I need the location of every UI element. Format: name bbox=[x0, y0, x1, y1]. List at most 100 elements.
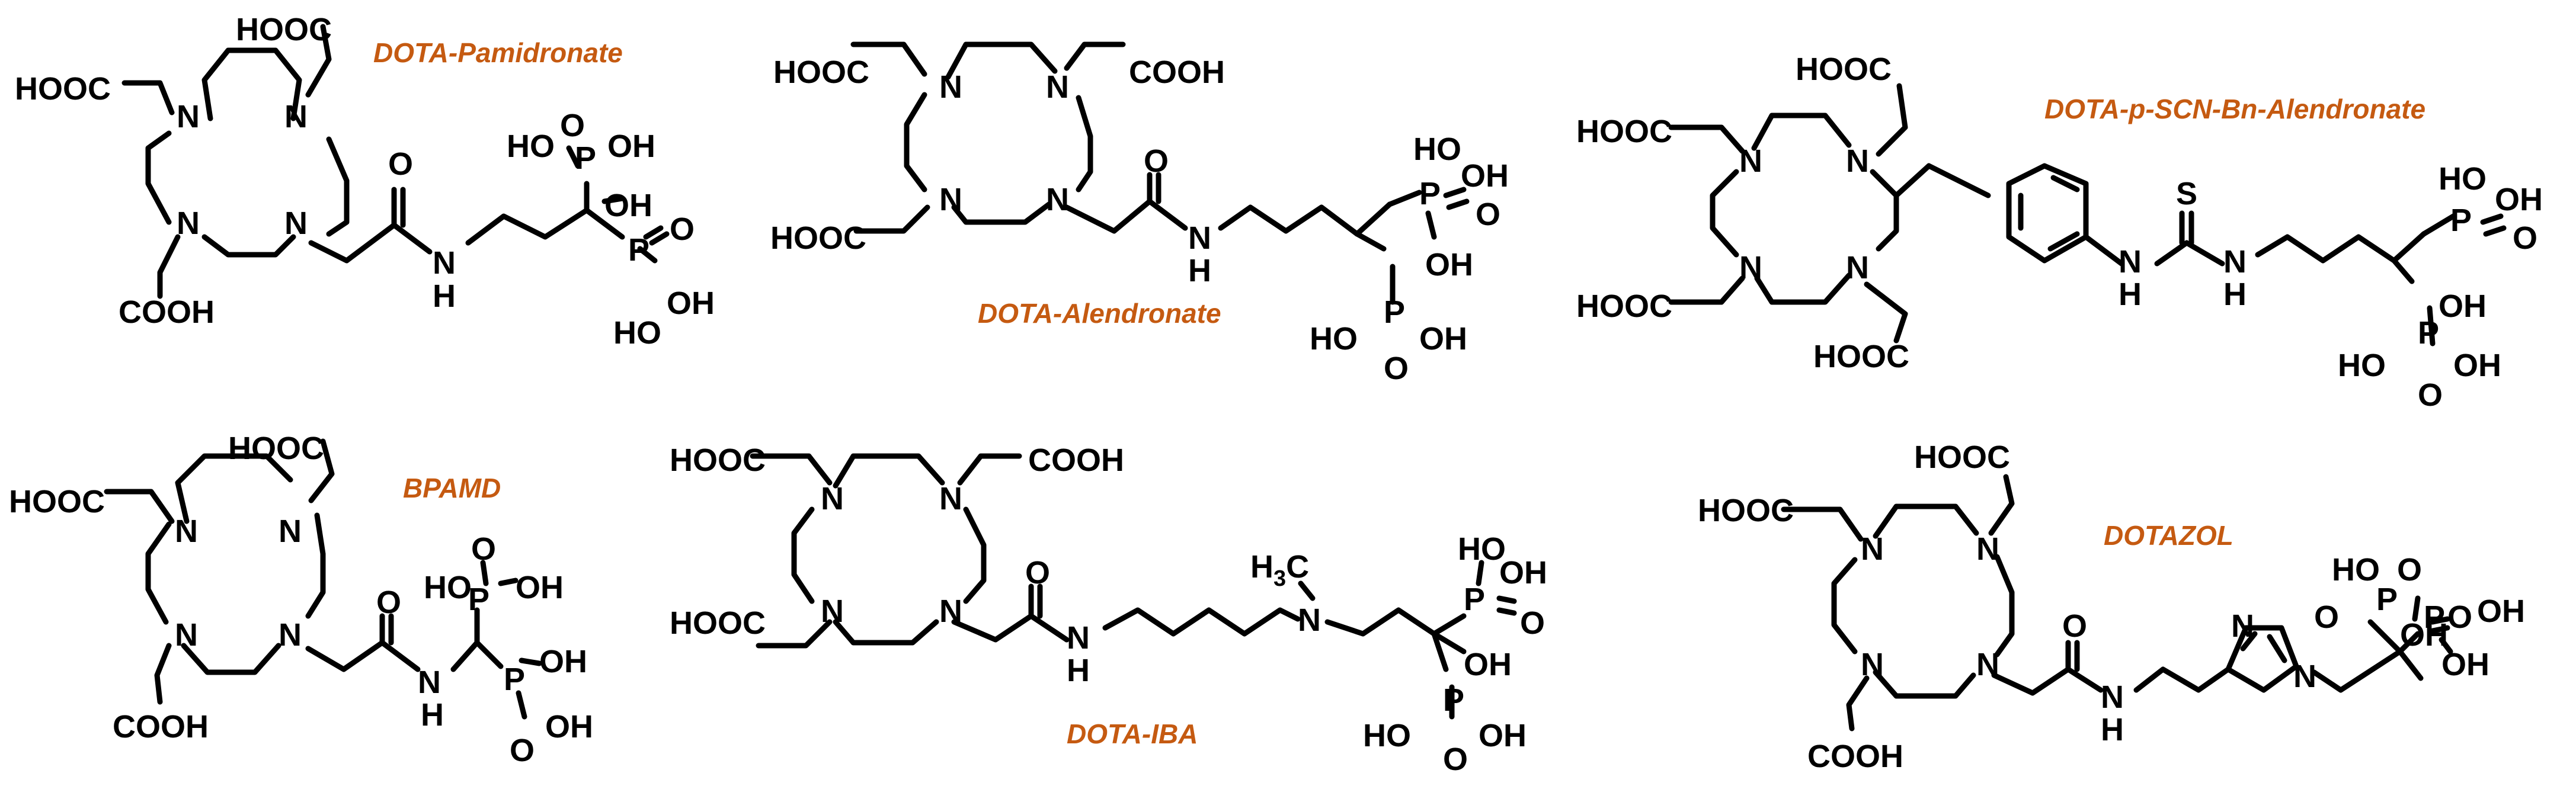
atom-o: O bbox=[1144, 143, 1169, 179]
atom-n: N bbox=[939, 481, 962, 516]
atom-n: N bbox=[821, 593, 844, 629]
atom-h: H bbox=[2223, 277, 2247, 312]
atom-hooc: HOOC bbox=[670, 442, 766, 478]
atom-n: N bbox=[1067, 620, 1090, 656]
atom-oh: OH bbox=[2477, 593, 2525, 629]
atom-n: N bbox=[1861, 531, 1884, 567]
atom-oh: OH bbox=[1419, 321, 1467, 357]
atom-h: H bbox=[433, 278, 456, 314]
atom-o: O bbox=[2447, 599, 2472, 635]
atom-n: N bbox=[1861, 647, 1884, 682]
atom-oh: OH bbox=[2453, 348, 2501, 383]
atom-o: O bbox=[510, 733, 535, 768]
atom-n: N bbox=[1739, 143, 1762, 179]
atom-h: H bbox=[1188, 253, 1211, 288]
compound-dota-pamidronate: N N N N HOOC HOOC COOH O N H HO P O OH O… bbox=[15, 12, 715, 351]
atom-hooc: HOOC bbox=[1576, 288, 1672, 324]
atom-o: O bbox=[1384, 351, 1409, 386]
atom-n: N bbox=[1846, 250, 1869, 285]
compound-name-bpamd: BPAMD bbox=[403, 473, 501, 503]
atom-n: N bbox=[284, 99, 308, 134]
atom-ho: HO bbox=[1310, 321, 1358, 357]
atom-o: O bbox=[376, 585, 401, 620]
atom-hooc: HOOC bbox=[670, 605, 766, 641]
atom-n: N bbox=[2101, 679, 2124, 715]
atom-n: N bbox=[2231, 608, 2254, 644]
compound-dota-iba: N N N N HOOC COOH HOOC O N H H3C N P HO … bbox=[670, 442, 1547, 777]
compound-name-dota-pamidronate: DOTA-Pamidronate bbox=[373, 37, 623, 68]
atom-hooc: HOOC bbox=[1914, 439, 2010, 475]
atom-oh: OH bbox=[1464, 647, 1512, 682]
atom-n: N bbox=[939, 69, 962, 105]
compound-name-dotazol: DOTAZOL bbox=[2104, 520, 2233, 551]
atom-oh: OH bbox=[1479, 718, 1527, 753]
atom-p: P bbox=[504, 662, 525, 697]
atom-ho: HO bbox=[1363, 718, 1411, 753]
atom-oh: OH bbox=[604, 188, 652, 223]
atom-oh: OH bbox=[516, 570, 564, 605]
compound-name-dota-alendronate: DOTA-Alendronate bbox=[978, 298, 1221, 329]
atom-o: O bbox=[2314, 599, 2339, 635]
atom-oh: OH bbox=[539, 644, 587, 679]
atom-oh: OH bbox=[607, 129, 655, 164]
atom-n: N bbox=[2119, 244, 2142, 280]
atom-cooh: COOH bbox=[113, 709, 209, 745]
atom-h3c: H3C bbox=[1250, 549, 1309, 591]
atom-p: P bbox=[1464, 582, 1485, 617]
atom-n: N bbox=[177, 206, 200, 241]
atom-h: H bbox=[1067, 653, 1090, 688]
atom-o: O bbox=[2397, 552, 2422, 588]
compound-dotazol: N N N N HOOC HOOC COOH O N H N N HO P O … bbox=[1698, 439, 2525, 774]
atom-n: N bbox=[1046, 182, 1069, 217]
compound-bpamd: N N N N HOOC HOOC COOH O N H P O HO OH P… bbox=[9, 431, 593, 768]
atom-ho: HO bbox=[2338, 348, 2386, 383]
atom-hooc: HOOC bbox=[15, 71, 111, 107]
atom-n: N bbox=[939, 593, 962, 629]
atom-n: N bbox=[939, 182, 962, 217]
atom-h: H bbox=[2101, 712, 2124, 747]
atom-hooc: HOOC bbox=[770, 220, 866, 256]
atom-ho: HO bbox=[424, 570, 472, 605]
atom-n: N bbox=[433, 245, 456, 281]
atom-hooc: HOOC bbox=[236, 12, 332, 47]
atom-ho: HO bbox=[507, 129, 555, 164]
atom-oh: OH bbox=[2439, 288, 2487, 324]
atom-p: P bbox=[575, 140, 596, 176]
atom-hooc: HOOC bbox=[9, 484, 105, 519]
atom-ho: HO bbox=[613, 315, 661, 351]
atom-hooc: HOOC bbox=[1576, 114, 1672, 149]
atom-cooh: COOH bbox=[1129, 54, 1225, 90]
atom-n: N bbox=[2223, 244, 2247, 280]
atom-oh: OH bbox=[2441, 647, 2489, 682]
atom-oh: OH bbox=[667, 285, 715, 321]
atom-hooc: HOOC bbox=[1813, 339, 1909, 374]
atom-n: N bbox=[1046, 69, 1069, 105]
atom-p: P bbox=[2424, 599, 2445, 635]
atom-o: O bbox=[2062, 608, 2087, 644]
atom-n: N bbox=[821, 481, 844, 516]
atom-n: N bbox=[2293, 659, 2316, 694]
atom-n: N bbox=[177, 99, 200, 134]
atom-cooh: COOH bbox=[1028, 442, 1124, 478]
atom-o: O bbox=[1520, 605, 1545, 641]
atom-p: P bbox=[2450, 203, 2472, 238]
atom-cooh: COOH bbox=[119, 294, 215, 330]
atom-p: P bbox=[2376, 582, 2398, 617]
atom-h: H bbox=[2119, 277, 2142, 312]
atom-ho: HO bbox=[2332, 552, 2380, 588]
atom-oh: OH bbox=[1425, 247, 1473, 283]
atom-o: O bbox=[670, 211, 695, 247]
atom-n: N bbox=[175, 617, 198, 653]
compound-name-dota-p-scn-bn-alendronate: DOTA-p-SCN-Bn-Alendronate bbox=[2044, 94, 2425, 124]
atom-p: P bbox=[1443, 682, 1464, 718]
atom-n: N bbox=[1188, 220, 1211, 256]
atom-n: N bbox=[1846, 143, 1869, 179]
atom-o: O bbox=[1443, 742, 1468, 777]
atom-n: N bbox=[1739, 250, 1762, 285]
atom-ho: HO bbox=[2439, 161, 2487, 197]
compound-dota-alendronate: N N N N HOOC COOH HOOC O N H P HO OH O O… bbox=[770, 41, 1509, 386]
atom-o: O bbox=[388, 146, 413, 182]
atom-hooc: HOOC bbox=[1796, 52, 1892, 87]
atom-o: O bbox=[1025, 555, 1050, 591]
